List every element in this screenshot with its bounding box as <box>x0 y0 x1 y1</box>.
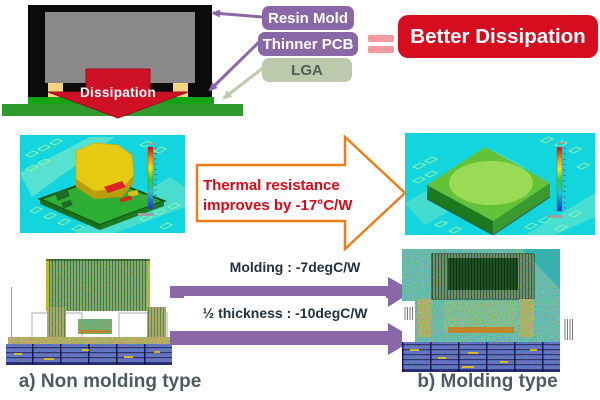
colorbar-ticks <box>154 148 157 207</box>
improvement-line2: improves by -17°C/W <box>203 197 353 215</box>
improvement-flow-arrow-icon <box>195 134 407 252</box>
half-thickness-box: ½ thickness : -10degC/W <box>184 296 386 329</box>
callout-resin-mold-label: Resin Mold <box>267 9 348 27</box>
callout-lga: LGA <box>262 58 352 82</box>
xsection-photo-mold <box>402 249 575 372</box>
better-dissipation-badge: Better Dissipation <box>398 15 598 58</box>
callout-thinner-pcb-label: Thinner PCB <box>262 35 354 53</box>
caption-non-molding-type: a) Non molding type <box>18 371 202 392</box>
xsection-photo-nonmold <box>6 259 172 365</box>
dissipation-arrow-icon <box>47 68 189 119</box>
callout-resin-mold: Resin Mold <box>262 6 354 30</box>
colorbar-ticks <box>563 148 566 209</box>
caption-molding-type: b) Molding type <box>417 371 558 392</box>
molding-arrow-icon <box>170 277 413 307</box>
improvement-text: Thermal resistance improves by -17°C/W <box>203 176 403 217</box>
callout-thinner-pcb: Thinner PCB <box>258 32 358 56</box>
half-thickness-arrow-icon <box>170 323 415 355</box>
molding-arrow-label: Molding : -7degC/W <box>229 259 361 275</box>
half-thickness-label: ½ thickness : -10degC/W <box>202 304 368 321</box>
callout-lga-label: LGA <box>291 61 323 79</box>
dissipation-label: Dissipation <box>79 85 157 100</box>
improvement-line1: Thermal resistance <box>203 177 340 194</box>
equals-icon <box>368 35 394 53</box>
thermal-sim-mold-isometric <box>405 133 595 235</box>
better-dissipation-label: Better Dissipation <box>410 24 586 48</box>
package-cross-section-diagram: Dissipation <box>2 3 245 121</box>
thermal-sim-nonmold-isometric <box>20 135 185 233</box>
